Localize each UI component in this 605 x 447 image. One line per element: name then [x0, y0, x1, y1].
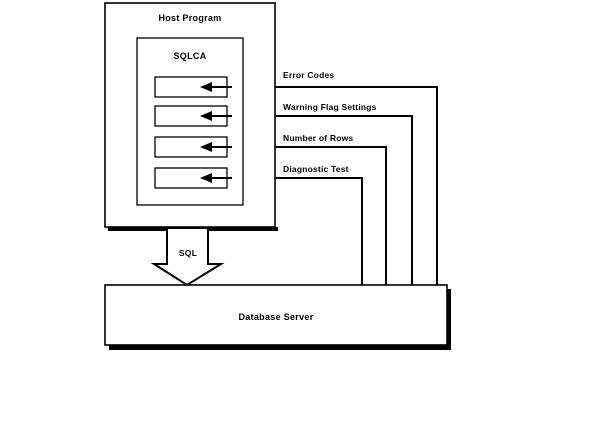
label-diagnostic-test: Diagnostic Test — [283, 164, 349, 174]
return-path-error-codes — [208, 86, 438, 285]
sqlca-outline — [136, 37, 244, 206]
sqlca-field-slot-3-fill — [155, 137, 227, 157]
arrowhead-warning-flag-settings — [200, 111, 212, 121]
sqlca-field-slot-1-fill — [155, 77, 227, 97]
database-server-shadow-right — [447, 289, 451, 350]
host-program-label: Host Program — [158, 13, 221, 23]
arrowhead-error-codes — [200, 82, 212, 92]
sqlca-field-slots — [154, 76, 228, 189]
label-number-of-rows: Number of Rows — [283, 133, 353, 143]
label-warning-flag-settings: Warning Flag Settings — [283, 102, 377, 112]
database-server-shadow — [109, 345, 451, 350]
sqlca-label: SQLCA — [174, 51, 207, 61]
return-arrow-stubs — [200, 82, 232, 183]
arrowhead-diagnostic-test — [200, 173, 212, 183]
arrowhead-number-of-rows — [200, 142, 212, 152]
database-server-box: Database Server — [104, 284, 451, 350]
return-channel-labels: Error Codes Warning Flag Settings Number… — [283, 70, 377, 174]
sql-block-arrow: SQL — [150, 229, 225, 287]
sql-arrow-fill — [154, 229, 221, 285]
label-error-codes: Error Codes — [283, 70, 334, 80]
sql-arrow-label: SQL — [179, 248, 197, 258]
return-path-warning-flag-settings — [208, 115, 413, 285]
database-server-outline — [104, 284, 448, 346]
sqlca-field-slot-2-fill — [155, 106, 227, 126]
database-server-fill — [105, 285, 447, 345]
database-server-label: Database Server — [238, 312, 313, 322]
host-program-outline — [104, 2, 276, 228]
sqlca-field-slot-4-fill — [155, 168, 227, 188]
